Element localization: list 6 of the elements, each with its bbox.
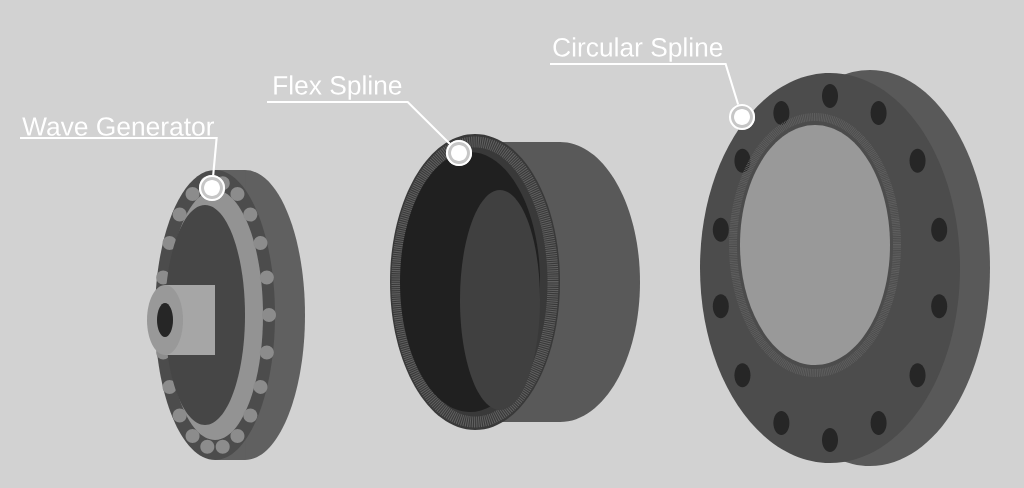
leader-line bbox=[267, 100, 473, 167]
leader-line bbox=[550, 62, 756, 131]
leader-line bbox=[20, 136, 226, 202]
wave-generator-drawing bbox=[147, 170, 305, 460]
circular-spline-drawing bbox=[700, 70, 990, 466]
flex-spline-drawing bbox=[390, 134, 640, 430]
